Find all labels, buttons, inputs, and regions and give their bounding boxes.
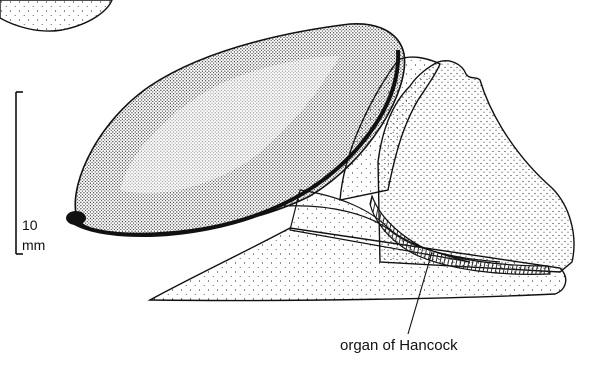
scale-bar-value: 10 xyxy=(22,218,38,232)
shell-aperture xyxy=(66,211,86,225)
adjacent-specimen-fragment xyxy=(0,0,112,31)
organ-of-hancock-label: organ of Hancock xyxy=(340,338,458,354)
scale-bar-unit: mm xyxy=(22,238,45,252)
